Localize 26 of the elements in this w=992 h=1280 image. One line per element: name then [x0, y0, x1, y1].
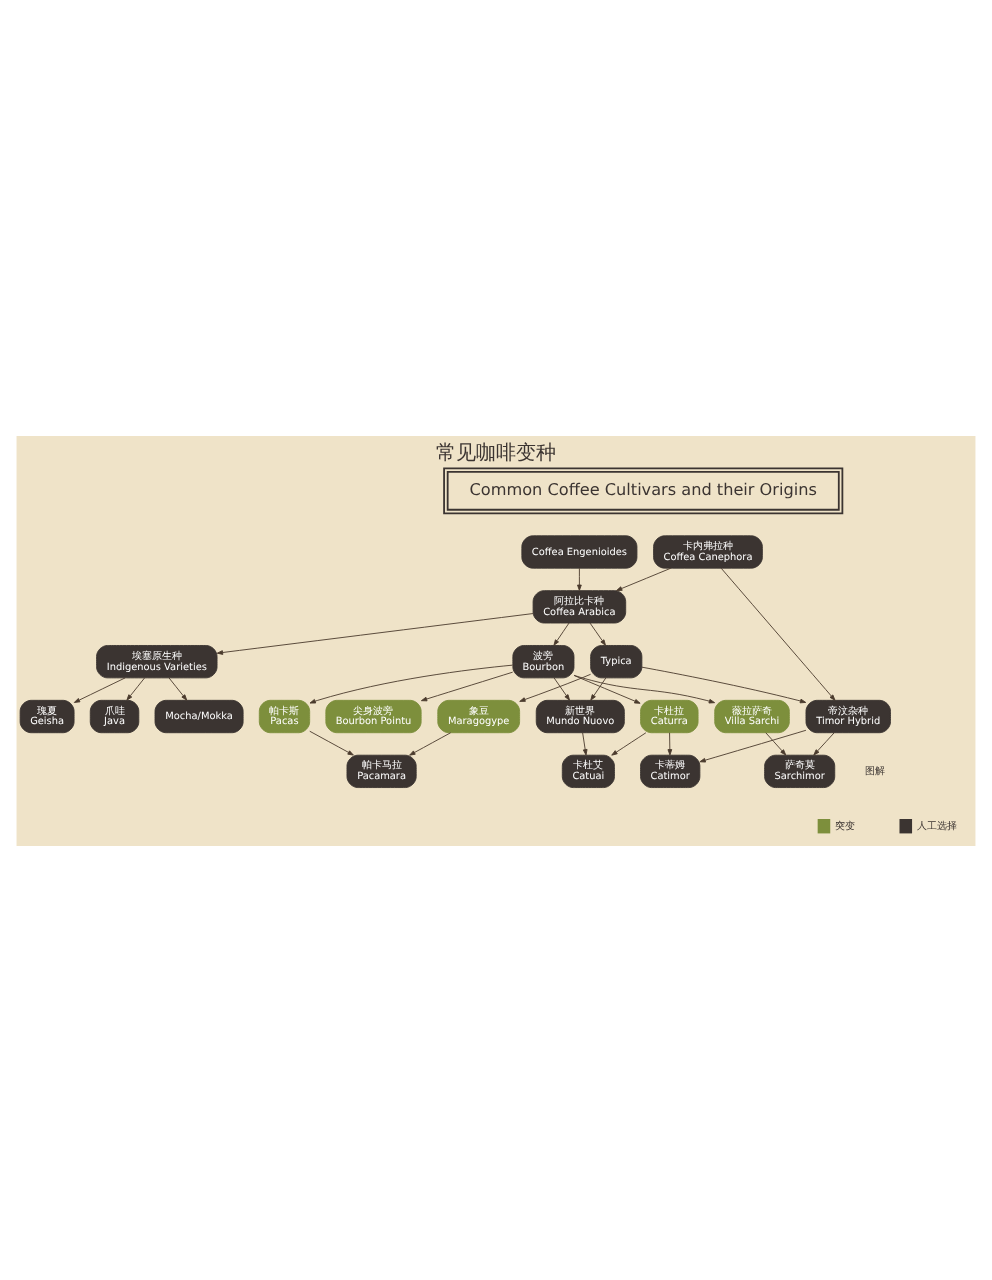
arrow — [641, 665, 807, 703]
arrow — [553, 621, 570, 645]
arrow — [813, 731, 835, 755]
arrow — [582, 731, 588, 755]
arrow — [765, 731, 787, 755]
arrow — [616, 566, 672, 591]
arrow — [73, 676, 126, 702]
arrow — [126, 676, 146, 700]
arrow — [309, 663, 513, 703]
arrow — [420, 670, 514, 701]
arrow — [519, 672, 592, 701]
arrow — [590, 676, 607, 700]
arrow — [667, 731, 673, 755]
arrow — [577, 566, 582, 590]
arrow — [553, 676, 570, 700]
arrow — [309, 729, 354, 755]
arrow — [720, 566, 836, 700]
arrow — [589, 621, 606, 645]
arrow — [573, 673, 716, 703]
arrow — [216, 612, 534, 654]
arrow — [168, 676, 188, 700]
arrow — [699, 728, 807, 762]
diagram-title: 常见咖啡变种 — [436, 442, 556, 465]
arrow — [611, 731, 647, 755]
arrow — [409, 731, 452, 755]
arrow — [573, 674, 641, 703]
